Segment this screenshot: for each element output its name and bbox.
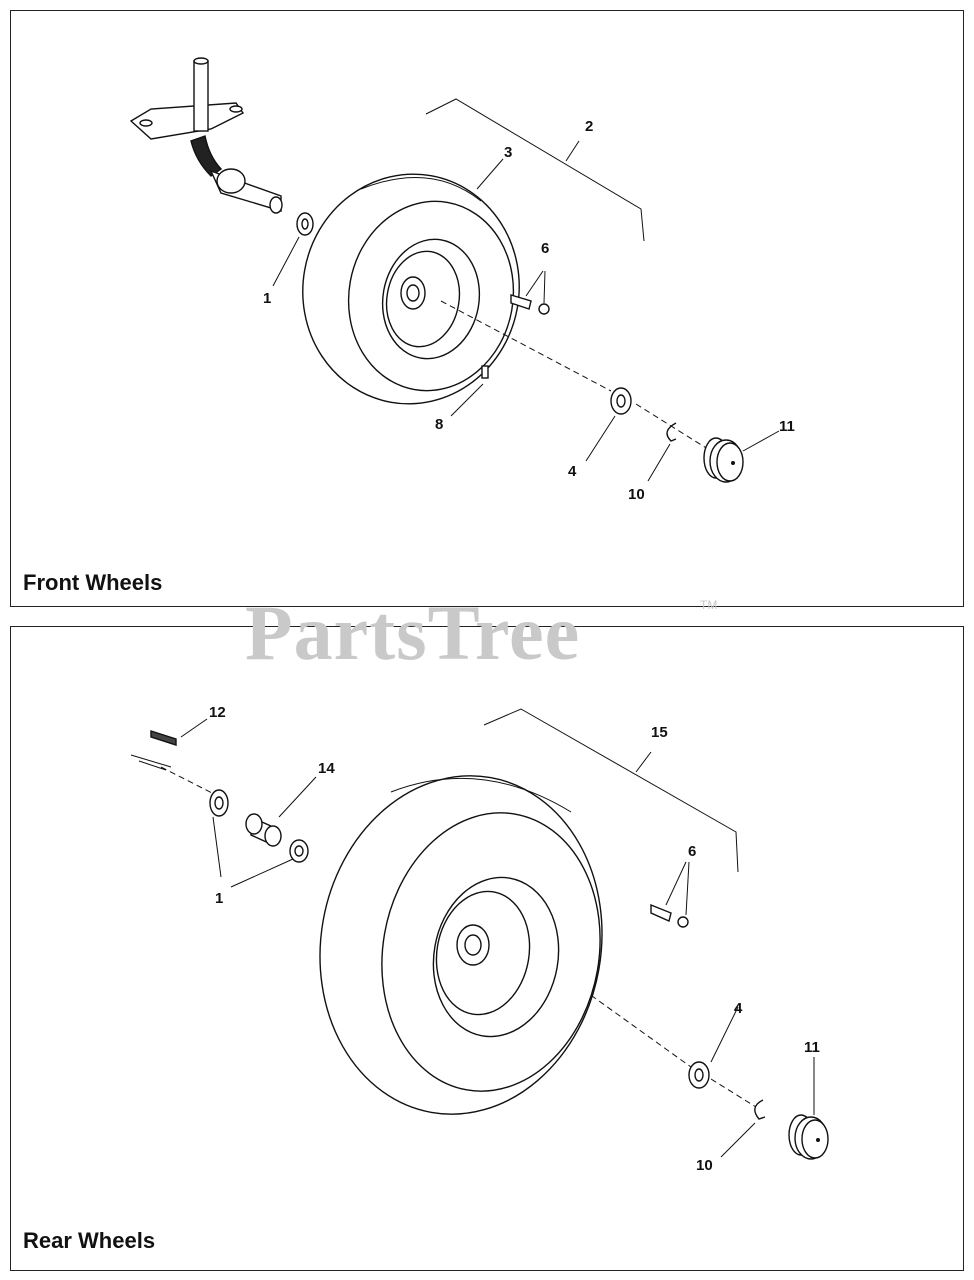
rear-axle-line [160, 766, 217, 796]
rear-wheels-title: Rear Wheels [23, 1228, 156, 1253]
rear-wheels-panel: 12 14 15 1 6 4 11 10 Rear Wheels [10, 626, 964, 1271]
assembly-bracket-2 [425, 98, 645, 242]
retaining-ring-10 [666, 422, 677, 442]
rear-callout-15: 15 [651, 724, 668, 741]
rear-callout-14: 14 [318, 760, 335, 777]
grease-fitting [450, 365, 489, 417]
front-wheels-title: Front Wheels [23, 570, 163, 595]
rear-callout-10: 10 [696, 1157, 713, 1174]
rear-wheels-diagram: 12 14 15 1 6 4 11 10 [130, 704, 829, 1174]
rear-callout-1: 1 [215, 890, 223, 907]
assembly-bracket-15 [483, 708, 739, 873]
partstree-watermark: PartsTree [245, 589, 581, 676]
rear-tire [319, 775, 603, 1115]
callout-1: 1 [263, 290, 271, 307]
rear-callout-6: 6 [688, 843, 696, 860]
front-wheels-diagram: 1 2 3 6 8 4 10 11 [129, 57, 795, 503]
front-tire [302, 173, 520, 405]
spacer-14 [245, 776, 317, 847]
front-wheels-panel: 1 2 3 6 8 4 10 11 Front Wheels [10, 10, 964, 607]
callout-11: 11 [779, 418, 795, 435]
key-12 [130, 718, 208, 771]
rear-hub-cap-11 [788, 1057, 829, 1160]
callout-6: 6 [541, 240, 549, 257]
callout-3: 3 [504, 144, 512, 161]
watermark-trademark: TM [700, 598, 718, 612]
valve-stem [510, 270, 550, 315]
callout-10: 10 [628, 486, 645, 503]
callout-4: 4 [568, 463, 577, 480]
rear-callout-12: 12 [209, 704, 226, 721]
rear-callout-4: 4 [734, 1000, 743, 1017]
rear-callout-11: 11 [804, 1039, 820, 1056]
spindle-bracket [129, 57, 283, 214]
rear-retaining-ring-10 [754, 1099, 766, 1120]
rear-valve-stem [650, 861, 690, 928]
callout-2: 2 [585, 118, 593, 135]
callout-8: 8 [435, 416, 443, 433]
axle-line [440, 300, 612, 392]
hub-cap-11 [703, 430, 780, 483]
